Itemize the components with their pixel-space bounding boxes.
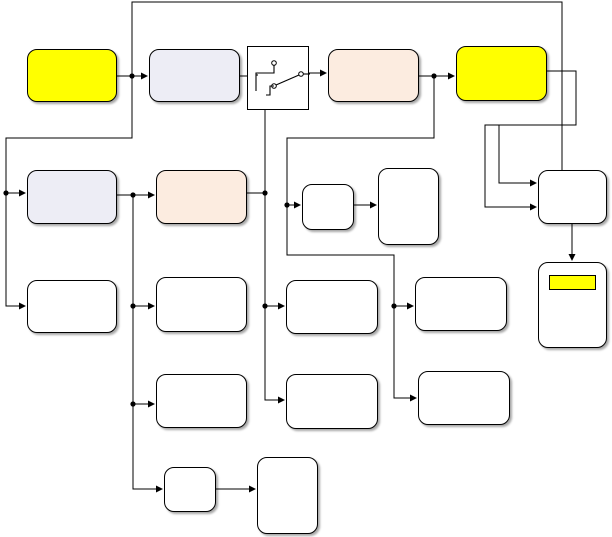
node-tall-a — [378, 168, 439, 245]
node-right-output — [538, 170, 607, 224]
node-top-lavender — [149, 49, 240, 102]
node-row3-a — [27, 280, 117, 333]
node-top-yellow-left — [27, 49, 117, 102]
node-row3-d — [415, 277, 507, 331]
switch-block — [247, 46, 310, 110]
switch-icon — [255, 60, 310, 96]
node-top-peach — [328, 49, 419, 102]
node-tall-b — [257, 457, 318, 534]
connector-n5-n21 — [484, 70, 577, 211]
display-indicator-bar — [549, 275, 596, 290]
node-small-a — [302, 184, 354, 230]
connector-left-column — [5, 76, 133, 310]
node-small-b — [164, 467, 216, 512]
node-row3-b — [156, 277, 247, 332]
connector-col2 — [132, 195, 163, 493]
connector-col4 — [286, 76, 435, 402]
connector-top-loop — [131, 1, 563, 170]
connector-branch-n21 — [498, 125, 537, 187]
node-row4-c — [418, 371, 510, 425]
node-row4-a — [156, 374, 247, 428]
node-mid-peach — [156, 170, 247, 224]
connector-col3 — [264, 90, 285, 404]
node-top-yellow-right — [456, 46, 547, 101]
node-row4-b — [286, 374, 378, 429]
node-mid-lavender — [27, 170, 117, 224]
node-row3-c — [286, 280, 378, 334]
